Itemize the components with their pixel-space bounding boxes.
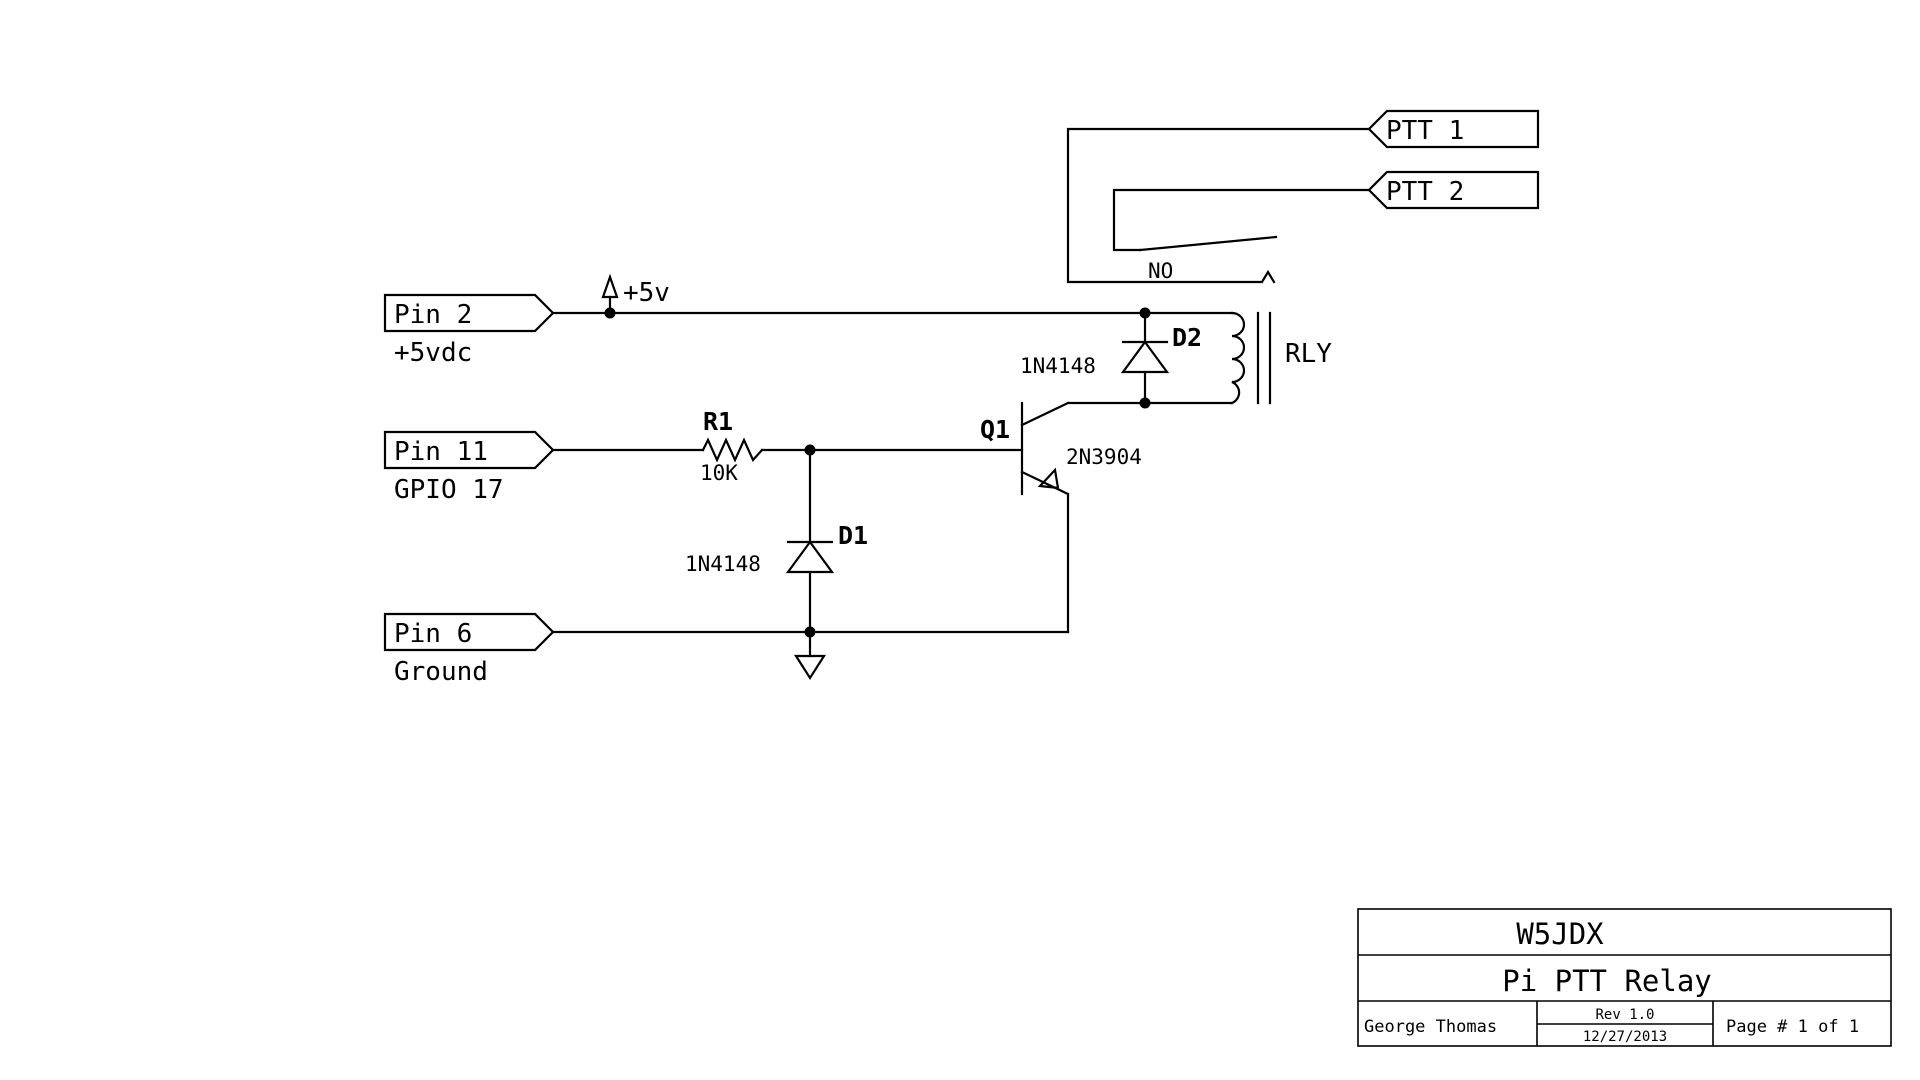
relay-ref: RLY — [1285, 339, 1332, 369]
transistor-q1: Q1 2N3904 — [980, 401, 1147, 496]
connector-ptt1: PTT 1 — [1367, 109, 1540, 149]
connector-pin11: Pin 11 GPIO 17 — [383, 430, 555, 505]
relay-contact-label: NO — [1148, 259, 1173, 283]
junction-dot — [604, 307, 616, 319]
title-block: W5JDX Pi PTT Relay George Thomas Rev 1.0… — [1357, 908, 1892, 1047]
connector-ptt1-label: PTT 1 — [1386, 116, 1464, 146]
ground-icon — [793, 654, 827, 681]
diode-d1: D1 1N4148 — [685, 448, 868, 634]
d1-ref: D1 — [838, 521, 868, 550]
q1-part: 2N3904 — [1066, 445, 1142, 469]
diode-d2: D2 1N4148 — [1020, 307, 1234, 409]
relay-contacts: NO — [1066, 127, 1371, 284]
title-block-page: Page # 1 of 1 — [1726, 1017, 1859, 1037]
connector-pin6-label: Pin 6 — [394, 619, 472, 649]
ground-net — [551, 492, 1070, 681]
title-block-author: George Thomas — [1364, 1017, 1497, 1037]
connector-ptt2: PTT 2 — [1367, 170, 1540, 210]
connector-pin6-sublabel: Ground — [394, 657, 488, 687]
title-block-title: Pi PTT Relay — [1502, 964, 1712, 998]
connector-ptt2-label: PTT 2 — [1386, 177, 1464, 207]
q1-ref: Q1 — [980, 415, 1010, 444]
connector-pin11-label: Pin 11 — [394, 437, 488, 467]
title-block-company: W5JDX — [1516, 917, 1604, 951]
d1-part: 1N4148 — [685, 552, 761, 576]
connector-pin2-label: Pin 2 — [394, 300, 472, 330]
relay-rly: RLY — [1230, 311, 1332, 405]
power-label: +5v — [623, 278, 670, 308]
r1-ref: R1 — [703, 407, 733, 436]
connector-pin11-sublabel: GPIO 17 — [394, 475, 504, 505]
title-block-date: 12/27/2013 — [1583, 1029, 1667, 1045]
resistor-r1: R1 10K — [551, 407, 1024, 485]
r1-value: 10K — [700, 461, 738, 485]
connector-pin2: Pin 2 +5vdc — [383, 293, 555, 368]
connector-pin6: Pin 6 Ground — [383, 612, 555, 687]
title-block-revision: Rev 1.0 — [1595, 1007, 1654, 1023]
power-rail-5v: +5v — [551, 273, 1234, 319]
d2-ref: D2 — [1172, 323, 1202, 352]
d2-part: 1N4148 — [1020, 354, 1096, 378]
connector-pin2-sublabel: +5vdc — [394, 338, 472, 368]
